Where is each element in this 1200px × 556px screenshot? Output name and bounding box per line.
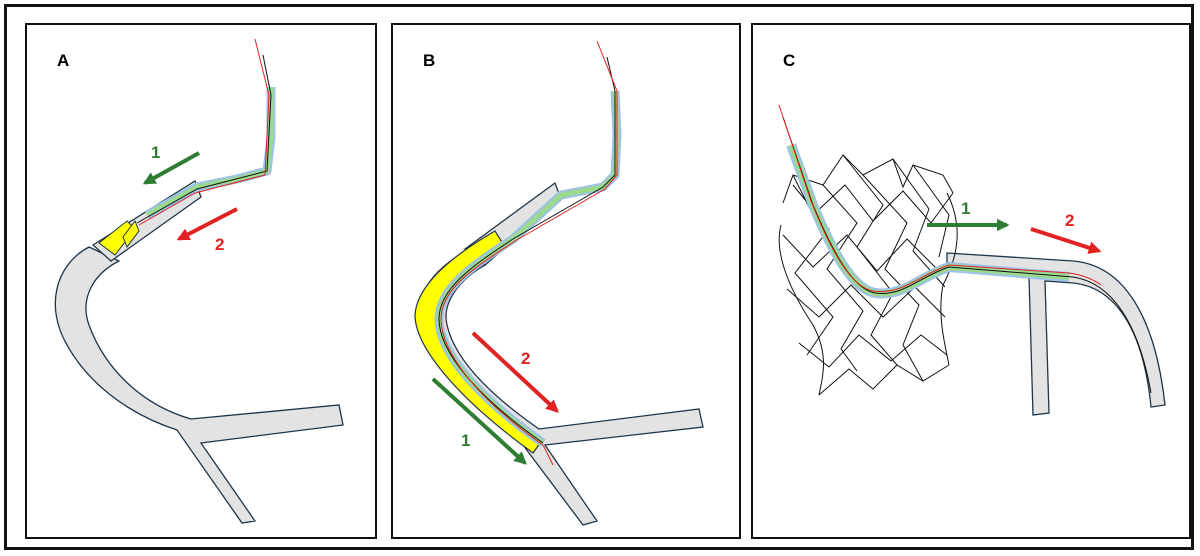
guidewire-red <box>138 38 270 226</box>
step-2-label: 2 <box>1065 211 1075 230</box>
panel-a: A 1 2 <box>25 23 377 539</box>
plaque <box>122 219 140 249</box>
panel-b: B 2 1 <box>391 23 741 539</box>
green-arrow <box>431 377 527 465</box>
red-arrow <box>1030 227 1102 254</box>
step-1-label: 1 <box>461 431 471 450</box>
guidewire-red <box>440 40 618 466</box>
green-arrow <box>142 151 200 185</box>
step-2-label: 2 <box>521 349 531 368</box>
guidewire-red <box>778 104 1102 293</box>
step-1-label: 1 <box>961 199 971 218</box>
sheath-inner <box>145 87 274 218</box>
step-2-label: 2 <box>215 235 225 254</box>
guidewire-black <box>438 56 616 444</box>
vessel-branch <box>946 252 1166 416</box>
figure-frame: A 1 2 <box>4 4 1194 550</box>
step-1-label: 1 <box>151 143 161 162</box>
red-arrow <box>471 331 559 413</box>
panel-b-drawing <box>414 40 704 526</box>
vessel-branch <box>54 246 344 524</box>
red-arrow <box>176 207 238 241</box>
panel-b-label: B <box>423 51 436 70</box>
panel-a-drawing <box>54 38 344 524</box>
panel-c-drawing <box>778 104 1166 416</box>
panel-c: C 1 2 <box>751 23 1191 539</box>
guidewire-black <box>136 54 272 224</box>
panel-c-label: C <box>783 51 796 70</box>
panel-a-label: A <box>57 51 70 70</box>
sheath <box>144 87 276 219</box>
